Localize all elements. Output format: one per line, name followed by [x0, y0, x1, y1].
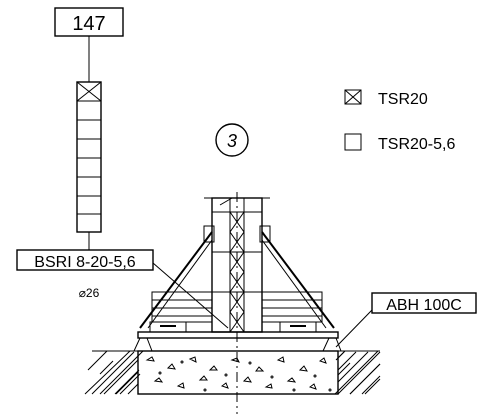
left-callout-leader	[152, 262, 229, 329]
segment-stack	[76, 81, 102, 250]
right-strut-inner	[261, 239, 327, 329]
right-ballast-block	[261, 291, 323, 323]
legend-crossed-swatch	[344, 89, 362, 105]
foundation-outline	[137, 350, 339, 395]
left-callout: BSRI 8-20-5,6 ⌀26	[16, 249, 229, 329]
left-callout-text: BSRI 8-20-5,6	[34, 254, 135, 271]
diameter-note: ⌀26	[79, 286, 100, 300]
left-strut-bracket	[203, 225, 215, 243]
right-callout-box	[371, 292, 477, 314]
right-callout-leader	[335, 309, 373, 348]
ground-hatch	[84, 350, 381, 395]
legend-crossed-label: TSR20	[378, 91, 428, 108]
mast-lacing	[229, 211, 245, 333]
left-callout-box	[16, 249, 154, 271]
left-foot	[133, 337, 153, 352]
base-plate	[137, 331, 339, 339]
circled-number: 3	[215, 123, 249, 157]
right-strut-bracket	[259, 225, 271, 243]
crossed-segment-diagonal-b	[76, 81, 102, 102]
left-strut-outer	[139, 231, 213, 329]
legend-plain-swatch	[344, 133, 362, 151]
left-ballast-block	[151, 291, 213, 323]
right-callout-text: ABH 100C	[386, 297, 462, 314]
left-strut-inner	[147, 239, 213, 329]
right-strut-outer	[261, 231, 335, 329]
legend: TSR20 TSR20-5,6	[344, 89, 455, 153]
concrete-aggregate	[145, 356, 332, 392]
legend-plain-label: TSR20-5,6	[378, 136, 455, 153]
right-callout: ABH 100C	[335, 292, 477, 348]
segment-stack-outline	[76, 81, 102, 233]
top-count-label: 147	[54, 7, 124, 82]
circled-number-text: 3	[227, 131, 237, 151]
concrete-foundation	[137, 350, 339, 395]
top-count-text: 147	[72, 13, 105, 35]
number-circle	[215, 123, 249, 157]
support-struts	[139, 225, 335, 329]
